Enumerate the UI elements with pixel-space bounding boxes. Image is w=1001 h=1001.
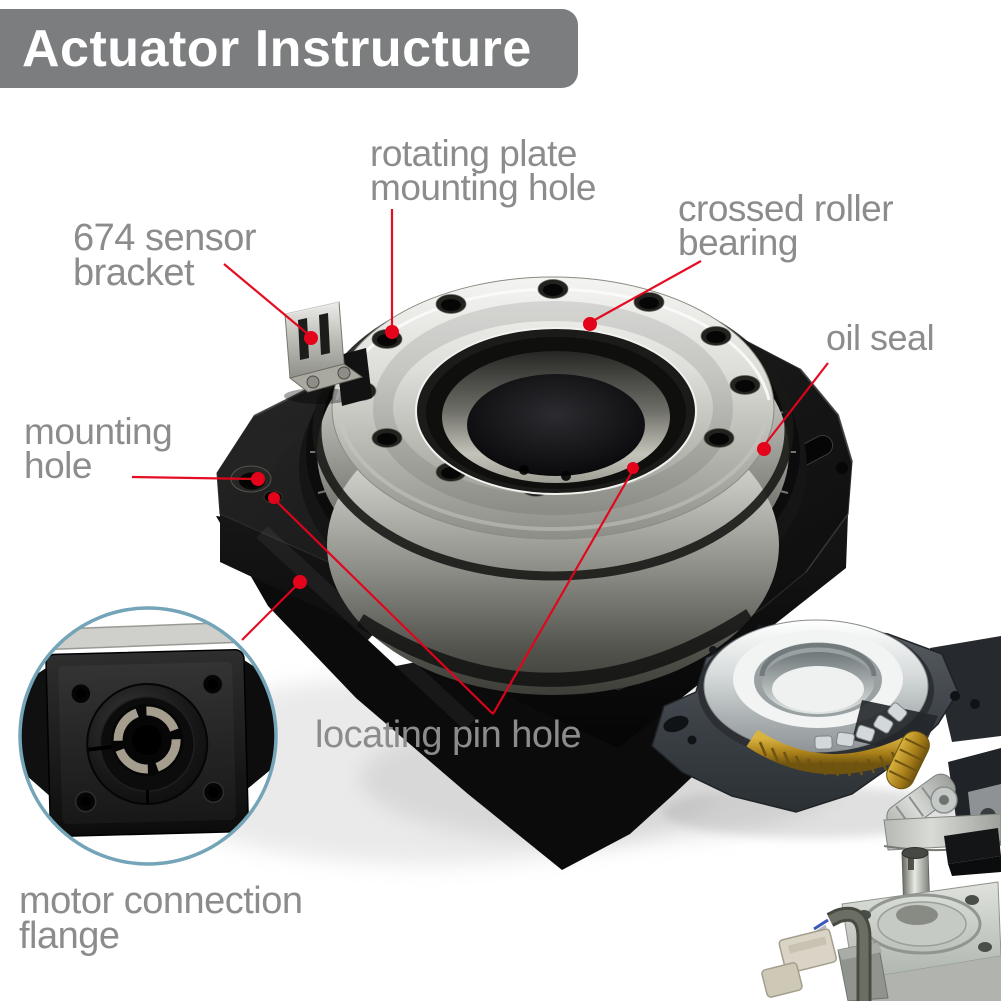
leader-dot-locating-pin xyxy=(268,492,280,504)
leader-line-oil-seal xyxy=(762,362,829,448)
wire-blue xyxy=(813,918,829,931)
housing-side xyxy=(220,514,848,748)
label-mounting-hole: mounting hole xyxy=(24,411,173,487)
leader-dot-locating-pin-2 xyxy=(627,462,639,474)
leader-dot-mounting-hole xyxy=(251,472,265,486)
inset-circle-border xyxy=(18,606,278,866)
leader-dot-crossed-roller-bearing xyxy=(583,317,597,331)
leader-line-crossed-roller-bearing xyxy=(590,260,702,323)
label-locating-pin-hole: locating pin hole xyxy=(315,714,582,756)
annotation-dots xyxy=(251,317,771,589)
leader-dot-oil-seal xyxy=(757,442,771,456)
motor-body xyxy=(854,956,1001,1001)
cable-connector xyxy=(778,928,837,974)
cutaway-render xyxy=(651,619,1001,848)
label-line: 674 sensor xyxy=(73,217,257,259)
label-line: rotating plate xyxy=(370,133,577,174)
shaft-split-ring xyxy=(113,706,181,774)
label-line: oil seal xyxy=(826,317,935,358)
label-674-sensor-bracket: 674 sensor bracket xyxy=(73,217,257,295)
label-line: motor connection xyxy=(19,880,303,922)
leader-dot-rotating-plate-hole xyxy=(385,325,399,339)
cad-worm-gear xyxy=(886,730,930,790)
label-line: hole xyxy=(24,445,92,487)
sensor-bracket xyxy=(284,301,372,406)
label-line: bearing xyxy=(678,222,798,264)
label-motor-connection-flange: motor connection flange xyxy=(19,880,303,958)
center-bore xyxy=(415,327,697,495)
leader-line-sensor-bracket xyxy=(223,263,310,336)
label-line: flange xyxy=(19,915,120,958)
small-hole-right xyxy=(836,462,848,474)
leader-line-locating-pin-left xyxy=(273,498,494,715)
cad-worm-wheel xyxy=(746,729,913,775)
label-oil-seal: oil seal xyxy=(826,317,935,358)
clamp-slit xyxy=(88,744,113,752)
label-line: mounting xyxy=(24,411,173,452)
flange-plate xyxy=(45,648,250,838)
leader-line-motor-flange xyxy=(241,582,300,641)
label-line: crossed roller xyxy=(678,188,894,229)
leader-line-locating-pin-right xyxy=(492,469,634,715)
label-line: locating pin hole xyxy=(315,714,582,756)
page-title: Actuator Instructure xyxy=(22,19,532,78)
annotation-layer xyxy=(131,209,829,715)
leader-line-mounting-hole xyxy=(131,475,257,481)
motor-connector-block xyxy=(944,828,1001,864)
motor-render xyxy=(761,813,1001,1001)
main-product-photo xyxy=(216,276,853,870)
label-rotating-plate-mounting-hole: rotating plate mounting hole xyxy=(370,133,596,209)
inset-flange-photo xyxy=(18,606,278,866)
cad-wheel-teeth xyxy=(758,741,900,777)
cad-bracket-back xyxy=(930,636,1001,742)
label-crossed-roller-bearing: crossed roller bearing xyxy=(678,188,894,264)
cad-rollers xyxy=(814,702,908,750)
title-banner: Actuator Instructure xyxy=(0,9,578,88)
bevel-highlight xyxy=(805,513,849,573)
leader-dot-sensor-bracket xyxy=(304,331,318,345)
label-line: bracket xyxy=(73,252,195,295)
leader-dot-motor-flange xyxy=(293,575,307,589)
label-line: mounting hole xyxy=(370,167,596,209)
